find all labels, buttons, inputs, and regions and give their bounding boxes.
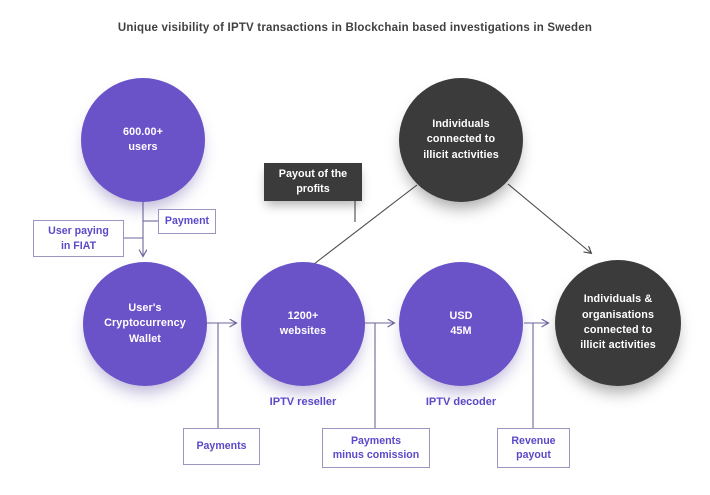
payout-profits-label: Payout of the profits [278,167,348,195]
websites-circle: 1200+ websites [241,262,365,386]
payout-profits-box: Payout of the profits [264,163,362,201]
usd-circle: USD 45M [399,262,523,386]
illicit-to-websites-line [313,184,418,265]
websites-circle-label: 1200+ websites [279,309,327,337]
illicit-individuals-circle: Individuals connected to illicit activit… [399,78,523,202]
iptv-decoder-caption: IPTV decoder [425,396,497,408]
illicit-individuals-label: Individuals connected to illicit activit… [423,118,499,161]
users-circle: 600.00+ users [81,78,205,202]
illicit-organisations-circle: Individuals & organisations connected to… [555,260,681,386]
users-circle-label: 600.00+ users [122,125,164,153]
illicit-to-organisations-arrow [507,183,591,253]
usd-circle-label: USD 45M [449,309,473,337]
payments-tag: Payments [183,428,260,465]
payments-minus-comission-tag: Payments minus comission [322,428,430,468]
payment-tag: Payment [158,209,216,234]
diagram-title: Unique visibility of IPTV transactions i… [117,22,593,34]
revenue-payout-tag: Revenue payout [497,428,570,468]
wallet-circle-label: User's Cryptocurrency Wallet [104,302,186,345]
user-paying-fiat-tag: User paying in FIAT [33,220,124,257]
illicit-organisations-label: Individuals & organisations connected to… [580,293,656,352]
wallet-circle: User's Cryptocurrency Wallet [83,262,207,386]
iptv-reseller-caption: IPTV reseller [269,396,337,408]
